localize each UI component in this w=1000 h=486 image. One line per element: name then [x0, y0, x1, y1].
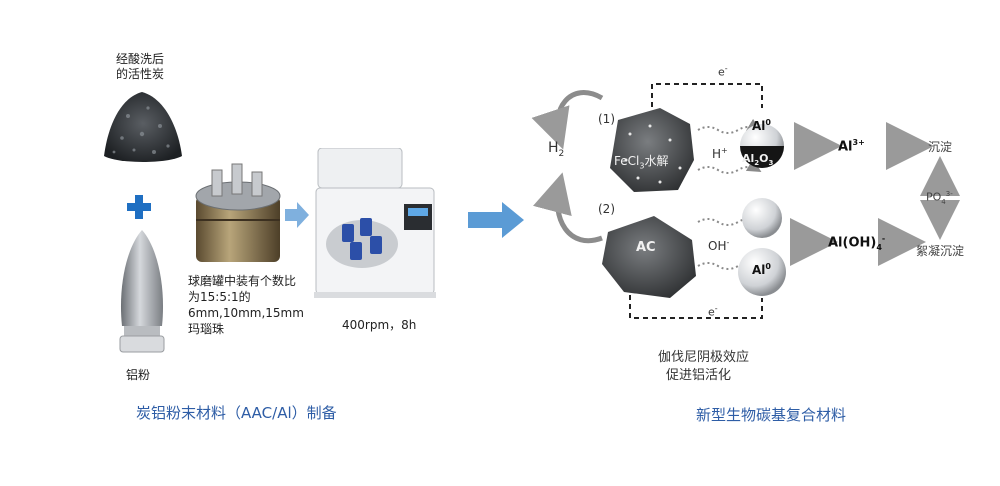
- right-caption: 新型生物碳基复合材料: [696, 406, 847, 424]
- big-arrow-icon: [468, 202, 524, 238]
- galvanic-label-2: 促进铝活化: [666, 368, 732, 383]
- electron-label-bottom: e-: [708, 304, 718, 319]
- ac-particle: [602, 216, 696, 298]
- aluminum-powder-label: 铝粉: [126, 368, 151, 382]
- hplus-label: H+: [712, 146, 728, 161]
- al0-label-top: Al0: [752, 118, 771, 133]
- dotted-arrow-4: [697, 254, 762, 270]
- mechanism-diagram: [531, 83, 960, 319]
- jar-label-3: 6mm,10mm,15mm: [188, 306, 304, 320]
- dotted-arrow-3: [697, 210, 762, 226]
- ohminus-label: OH-: [708, 238, 730, 253]
- flocculation-label: 絮凝沉淀: [916, 244, 965, 258]
- electron-path-top: [651, 83, 763, 116]
- al3plus-label: Al3+: [838, 138, 865, 155]
- plus-icon: [127, 195, 151, 219]
- h2-curve-bottom: [533, 172, 603, 244]
- al2o3-label: Al2O3: [742, 152, 774, 168]
- jar-label-4: 玛瑙珠: [188, 322, 225, 336]
- po4-label: PO43-: [926, 190, 953, 206]
- dotted-arrow-2: [697, 158, 762, 174]
- planetary-ball-mill-image: [314, 148, 436, 298]
- fecl3-label: FeCl3水解: [614, 154, 669, 171]
- ball-mill-jar-image: [195, 163, 281, 262]
- carbon-label-2: 的活性炭: [116, 67, 165, 81]
- al2o3-layer: [740, 146, 784, 168]
- jar-label-2: 为15:5:1的: [188, 290, 251, 304]
- path-1-label: (1): [598, 112, 615, 126]
- fecl3-particle: [610, 108, 694, 192]
- al0-label-bottom: Al0: [752, 262, 771, 277]
- h2-label: H2: [548, 140, 565, 159]
- jar-label-1: 球磨罐中装有个数比: [188, 274, 297, 288]
- al-sphere-3: [738, 248, 786, 296]
- arrow-right-icon: [285, 202, 309, 228]
- mill-condition-label: 400rpm，8h: [342, 318, 417, 332]
- activated-carbon-image: [104, 92, 182, 162]
- al-sphere-2: [742, 198, 782, 238]
- precipitate-label: 沉淀: [928, 140, 953, 154]
- ac-label: AC: [636, 240, 656, 255]
- aloh4-label: Al(OH)4-: [828, 234, 886, 252]
- left-caption: 炭铝粉末材料（AAC/Al）制备: [136, 404, 337, 422]
- electron-label-top: e-: [718, 64, 728, 79]
- galvanic-label-1: 伽伐尼阴极效应: [658, 350, 750, 365]
- h2-curve-top: [531, 90, 604, 150]
- path-2-label: (2): [598, 202, 615, 216]
- dotted-arrow-1: [697, 118, 762, 134]
- carbon-label-1: 经酸洗后: [116, 52, 165, 66]
- aluminum-powder-image: [119, 230, 165, 353]
- electron-path-bottom: [629, 286, 763, 319]
